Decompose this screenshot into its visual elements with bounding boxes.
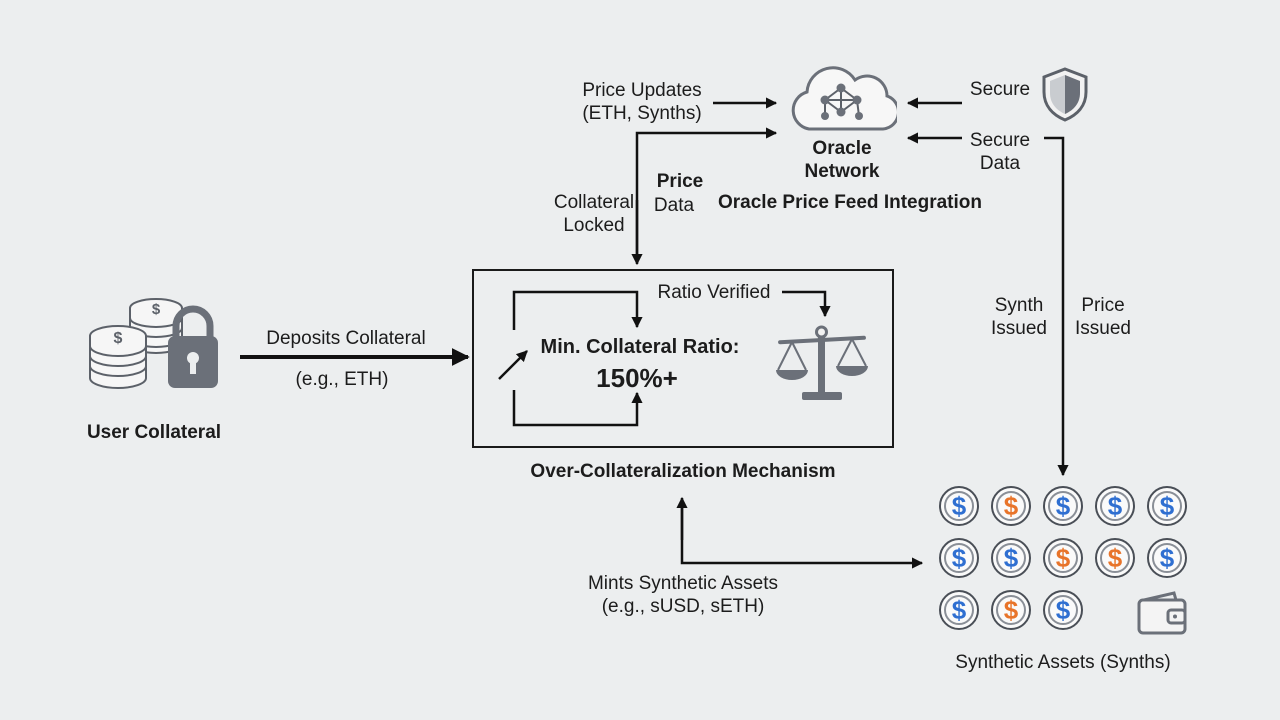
dollar-sign-icon: $ [1055, 595, 1071, 625]
dollar-sign-icon: $ [1107, 491, 1123, 521]
synth-coin-icon: $ [1095, 486, 1135, 526]
synth-coin-icon: $ [1147, 538, 1187, 578]
arrow-ratio-verified [782, 290, 831, 318]
synth-coin-icon: $ [939, 538, 979, 578]
collateral-locked-label: Collateral Locked [553, 192, 635, 236]
mechanism-box [472, 269, 894, 448]
synth-issued-label: Synth Issued [991, 295, 1047, 339]
synths-label: Synthetic Assets (Synths) [955, 652, 1171, 673]
arrow-loop-diagonal [498, 350, 528, 380]
dollar-sign-icon: $ [1107, 543, 1123, 573]
arrow-secure-data [1044, 136, 1069, 477]
dollar-sign-icon: $ [951, 543, 967, 573]
secure-label: Secure [969, 79, 1031, 100]
secure-data-label: Secure Data [969, 130, 1031, 174]
synth-coin-icon: $ [1043, 486, 1083, 526]
arrow-mints [680, 503, 924, 569]
dollar-sign-icon: $ [1159, 491, 1175, 521]
arrow-loop-top [512, 290, 643, 330]
dollar-sign-icon: $ [1055, 491, 1071, 521]
min-ratio-label: Min. Collateral Ratio: [540, 336, 740, 358]
cloud-network-icon [791, 66, 897, 131]
svg-text:$: $ [114, 330, 123, 347]
ratio-verified-label: Ratio Verified [648, 281, 780, 304]
deposits-label: Deposits Collateral [266, 328, 426, 349]
data-word-label: Data [653, 195, 695, 216]
shield-icon [1042, 67, 1088, 122]
synth-coin-icon: $ [939, 486, 979, 526]
arrow-loop-bottom [512, 390, 643, 427]
price-updates-label: Price Updates (ETH, Synths) [582, 80, 702, 124]
synth-coin-icon: $ [991, 538, 1031, 578]
mints-label: Mints Synthetic Assets (e.g., sUSD, sETH… [587, 573, 779, 617]
dollar-sign-icon: $ [1003, 491, 1019, 521]
dollar-sign-icon: $ [1003, 543, 1019, 573]
balance-scale-icon [776, 325, 868, 400]
dollar-sign-icon: $ [1055, 543, 1071, 573]
dollar-sign-icon: $ [951, 595, 967, 625]
coins-lock-icon: $ $ [89, 298, 218, 389]
synth-coin-icon: $ [991, 486, 1031, 526]
synth-coin-icon: $ [991, 590, 1031, 630]
synth-coin-icon: $ [1043, 538, 1083, 578]
synth-coin-icon: $ [1095, 538, 1135, 578]
svg-text:$: $ [152, 301, 161, 318]
synth-coin-icon: $ [939, 590, 979, 630]
synth-coin-icon: $ [1043, 590, 1083, 630]
user-collateral-label: User Collateral [86, 422, 222, 443]
dollar-sign-icon: $ [1003, 595, 1019, 625]
synth-coin-icon: $ [1147, 486, 1187, 526]
oracle-network-label: Oracle Network [804, 138, 880, 182]
oracle-feed-label: Oracle Price Feed Integration [718, 192, 982, 213]
mechanism-title: Over-Collateralization Mechanism [530, 461, 836, 482]
price-word-label: Price [656, 171, 704, 192]
dollar-sign-icon: $ [951, 491, 967, 521]
min-ratio-value: 150%+ [596, 363, 678, 393]
wallet-icon [1137, 591, 1187, 635]
dollar-sign-icon: $ [1159, 543, 1175, 573]
deposits-example-label: (e.g., ETH) [295, 369, 389, 390]
price-issued-label: Price Issued [1075, 295, 1131, 339]
